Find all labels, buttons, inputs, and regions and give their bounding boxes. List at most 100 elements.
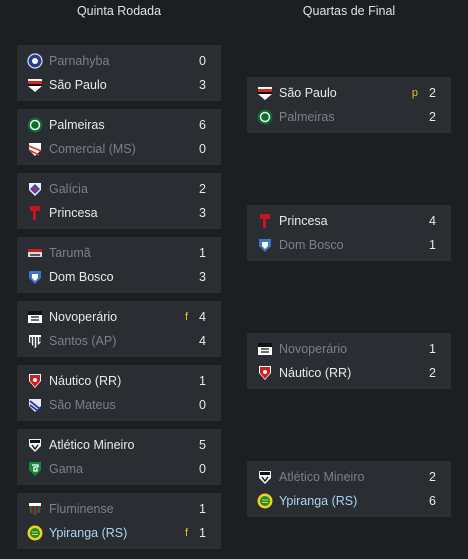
- team-name[interactable]: Palmeiras: [279, 110, 335, 124]
- sao-paulo-badge-icon: [27, 77, 43, 93]
- team-score: 1: [199, 526, 206, 540]
- team-name[interactable]: São Paulo: [49, 78, 107, 92]
- comercial-badge-icon: [27, 141, 43, 157]
- team-name[interactable]: Galícia: [49, 182, 88, 196]
- team-row[interactable]: Santos (AP) 4: [17, 329, 221, 353]
- princesa-badge-icon: [257, 213, 273, 229]
- team-name[interactable]: Palmeiras: [49, 118, 105, 132]
- team-row[interactable]: Dom Bosco 1: [247, 233, 451, 257]
- palmeiras-badge-icon: [27, 117, 43, 133]
- team-row[interactable]: Princesa 3: [17, 201, 221, 225]
- team-score: 0: [199, 462, 206, 476]
- team-name[interactable]: Ypiranga (RS): [49, 526, 128, 540]
- result-flag: p: [411, 87, 418, 99]
- team-score: 3: [199, 206, 206, 220]
- novoperario-badge-icon: [257, 341, 273, 357]
- novoperario-badge-icon: [27, 309, 43, 325]
- team-name[interactable]: Dom Bosco: [49, 270, 114, 284]
- team-row[interactable]: Princesa 4: [247, 209, 451, 233]
- team-score: 1: [429, 238, 436, 252]
- team-row[interactable]: São Mateus 0: [17, 393, 221, 417]
- team-row[interactable]: Palmeiras 6: [17, 113, 221, 137]
- team-name[interactable]: São Mateus: [49, 398, 116, 412]
- princesa-badge-icon: [27, 205, 43, 221]
- fluminense-badge-icon: [27, 501, 43, 517]
- team-score: 0: [199, 54, 206, 68]
- team-name[interactable]: Parnahyba: [49, 54, 110, 68]
- team-name[interactable]: Tarumã: [49, 246, 91, 260]
- team-row[interactable]: Náutico (RR)2: [247, 361, 451, 385]
- sao-mateus-badge-icon: [27, 397, 43, 413]
- team-name[interactable]: Ypiranga (RS): [279, 494, 358, 508]
- team-name[interactable]: Fluminense: [49, 502, 114, 516]
- team-name[interactable]: São Paulo: [279, 86, 337, 100]
- team-name[interactable]: Gama: [49, 462, 84, 476]
- team-name[interactable]: Novoperário: [279, 342, 348, 356]
- team-score: 4: [429, 214, 436, 228]
- team-name[interactable]: Princesa: [49, 206, 98, 220]
- team-score: 0: [199, 398, 206, 412]
- team-score: 3: [199, 270, 206, 284]
- team-name[interactable]: Atlético Mineiro: [279, 470, 365, 484]
- team-name[interactable]: Princesa: [279, 214, 328, 228]
- ypiranga-badge-icon: [257, 493, 273, 509]
- result-flag: f: [184, 311, 188, 323]
- team-score: 0: [199, 142, 206, 156]
- palmeiras-badge-icon: [257, 109, 273, 125]
- team-name[interactable]: Novoperário: [49, 310, 118, 324]
- team-name[interactable]: Santos (AP): [49, 334, 117, 348]
- team-score: 2: [429, 470, 436, 484]
- team-row[interactable]: Dom Bosco 3: [17, 265, 221, 289]
- nautico-badge-icon: [27, 373, 43, 389]
- team-score: 6: [199, 118, 206, 132]
- team-row[interactable]: Galícia 2: [17, 177, 221, 201]
- team-row[interactable]: Atlético Mineiro 2: [247, 465, 451, 489]
- team-row[interactable]: Novoperário 1: [247, 337, 451, 361]
- team-row[interactable]: Náutico (RR)1: [17, 369, 221, 393]
- sao-paulo-badge-icon: [257, 85, 273, 101]
- team-score: 4: [199, 334, 206, 348]
- round-title-quinta-rodada: Quinta Rodada: [76, 4, 162, 18]
- team-row[interactable]: Comercial (MS) 0: [17, 137, 221, 161]
- atletico-badge-icon: [257, 469, 273, 485]
- parnahyba-badge-icon: [27, 53, 43, 69]
- team-name[interactable]: Comercial (MS): [49, 142, 136, 156]
- team-score: 2: [199, 182, 206, 196]
- team-name[interactable]: Atlético Mineiro: [49, 438, 135, 452]
- santos-badge-icon: [27, 333, 43, 349]
- dom-bosco-badge-icon: [257, 237, 273, 253]
- taruma-badge-icon: [27, 245, 43, 261]
- team-score: 1: [429, 342, 436, 356]
- team-name[interactable]: Dom Bosco: [279, 238, 344, 252]
- team-row[interactable]: Ypiranga (RS)6: [247, 489, 451, 513]
- team-score: 1: [199, 502, 206, 516]
- team-row[interactable]: Fluminense 1: [17, 497, 221, 521]
- result-flag: f: [184, 527, 188, 539]
- ypiranga-badge-icon: [27, 525, 43, 541]
- team-name[interactable]: Náutico (RR): [279, 366, 352, 380]
- team-row[interactable]: Parnahyba 0: [17, 49, 221, 73]
- galicia-badge-icon: [27, 181, 43, 197]
- team-name[interactable]: Náutico (RR): [49, 374, 122, 388]
- team-row[interactable]: Gama 0: [17, 457, 221, 481]
- team-score: 2: [429, 86, 436, 100]
